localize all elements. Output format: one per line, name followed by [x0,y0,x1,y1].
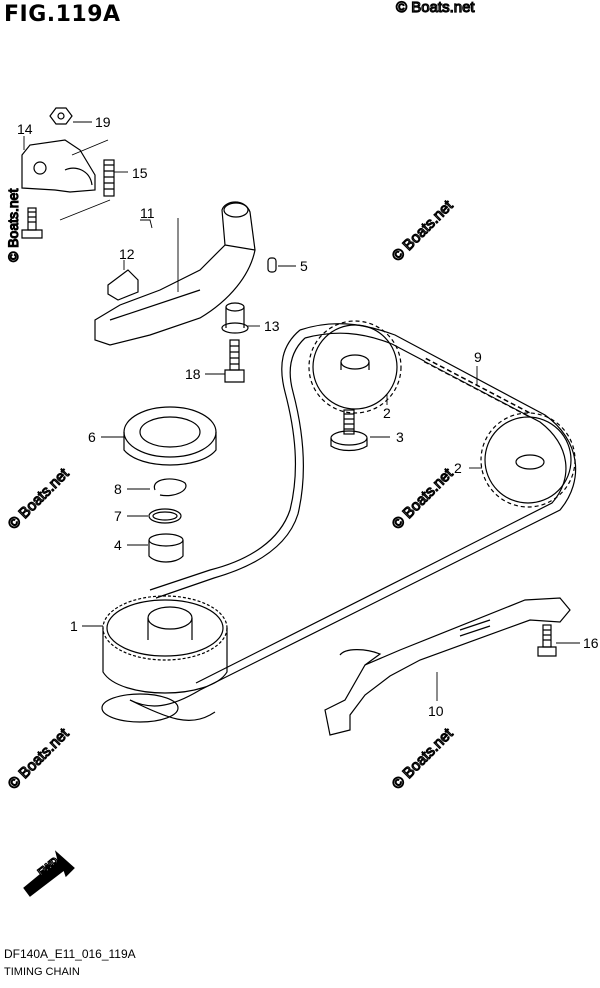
watermark-dark: © Boats.net [5,189,21,262]
nut-19 [49,107,73,125]
oil-seal-6 [123,406,217,466]
figure-subtitle: TIMING CHAIN [4,966,80,978]
callout-10: 10 [428,703,444,719]
callout-1: 1 [70,618,78,634]
bolt-tensioner [21,207,43,239]
watermark: © Boats.net [389,197,457,265]
watermark: © Boats.net [5,725,73,793]
cam-sprocket-upper [308,320,402,414]
watermark: © Boats.net [389,725,457,793]
figure-title: FIG.119A [4,2,121,27]
callout-3: 3 [396,429,404,445]
callout-11: 11 [140,205,155,221]
callout-12: 12 [119,246,135,262]
o-ring-7 [148,508,182,524]
bolt-3 [330,409,368,452]
callout-labels: 14 19 15 11 12 5 13 18 6 8 7 4 1 2 3 9 2… [17,114,599,719]
tensioner-14 [21,139,96,193]
watermark-group: © Boats.net © Boats.net © Boats.net © Bo… [4,0,476,793]
callout-13: 13 [264,318,280,334]
cam-sprocket-lower [480,412,576,508]
bolt-18 [224,339,245,383]
pin-5 [267,257,277,273]
callout-16: 16 [583,635,599,651]
chain-guide-10 [324,597,571,736]
callout-7: 7 [114,508,122,524]
callout-15: 15 [132,165,148,181]
callout-14: 14 [17,121,33,137]
callout-2-upper: 2 [383,405,391,421]
timing-chain [129,323,577,721]
chain-links-9 [423,357,532,418]
gear-1 [101,595,228,723]
circlip-8 [153,478,187,497]
stud-15 [103,159,115,197]
watermark: © Boats.net [396,0,475,16]
pad-12 [107,269,139,301]
leader-lines [23,121,580,701]
collar-13 [221,302,249,334]
callout-5: 5 [300,258,308,274]
callout-18: 18 [185,366,201,382]
figure-code: DF140A_E11_016_119A [4,947,136,961]
callout-9: 9 [474,349,482,365]
fwd-arrow: FWD [23,850,75,897]
callout-8: 8 [114,481,122,497]
callout-4: 4 [114,537,122,553]
watermark: © Boats.net [389,465,457,533]
watermark: © Boats.net [5,465,73,533]
bolt-16 [537,624,557,657]
callout-2-lower: 2 [454,460,462,476]
callout-6: 6 [88,429,96,445]
tensioner-arm-11 [94,201,256,346]
callout-19: 19 [95,114,111,130]
cap-4 [148,533,184,563]
